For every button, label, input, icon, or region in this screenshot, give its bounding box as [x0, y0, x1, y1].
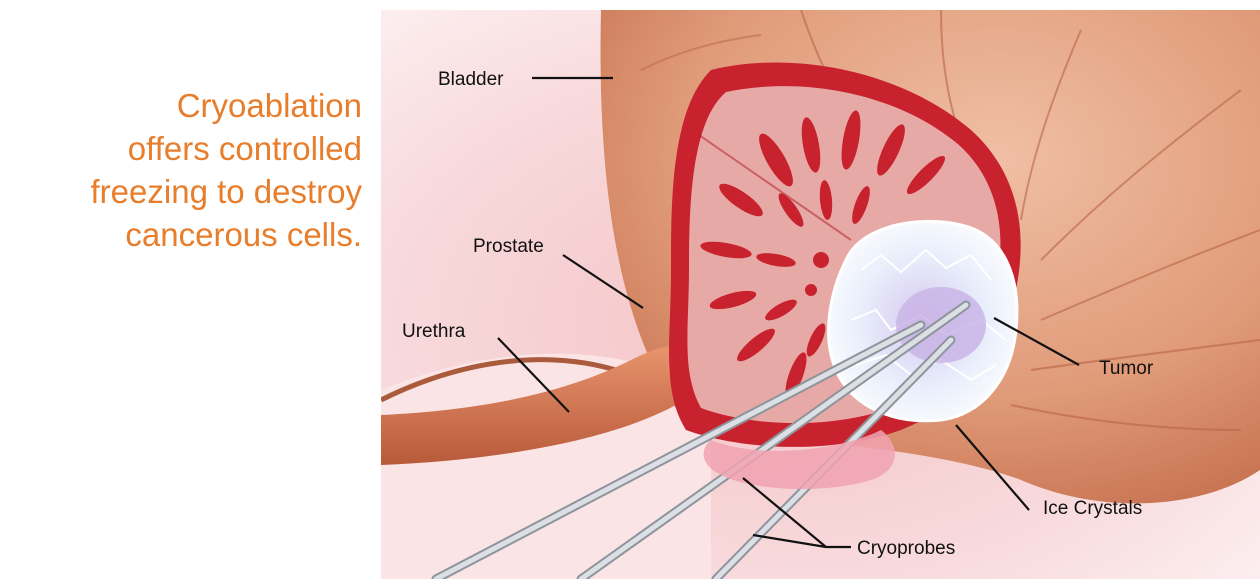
label-tumor: Tumor	[1099, 358, 1154, 379]
caption-line: cancerous cells.	[0, 213, 362, 256]
label-ice-crystals: Ice Crystals	[1043, 498, 1142, 519]
caption-line: Cryoablation	[0, 84, 362, 127]
label-bladder: Bladder	[438, 69, 504, 90]
caption-text: Cryoablation offers controlled freezing …	[0, 84, 362, 256]
label-prostate: Prostate	[473, 236, 544, 257]
prostate-cryoablation-illustration: Bladder Prostate Urethra Tumor Ice Cryst…	[381, 10, 1260, 579]
caption-line: offers controlled	[0, 127, 362, 170]
label-urethra: Urethra	[402, 321, 466, 342]
caption-line: freezing to destroy	[0, 170, 362, 213]
label-cryoprobes: Cryoprobes	[857, 538, 955, 559]
